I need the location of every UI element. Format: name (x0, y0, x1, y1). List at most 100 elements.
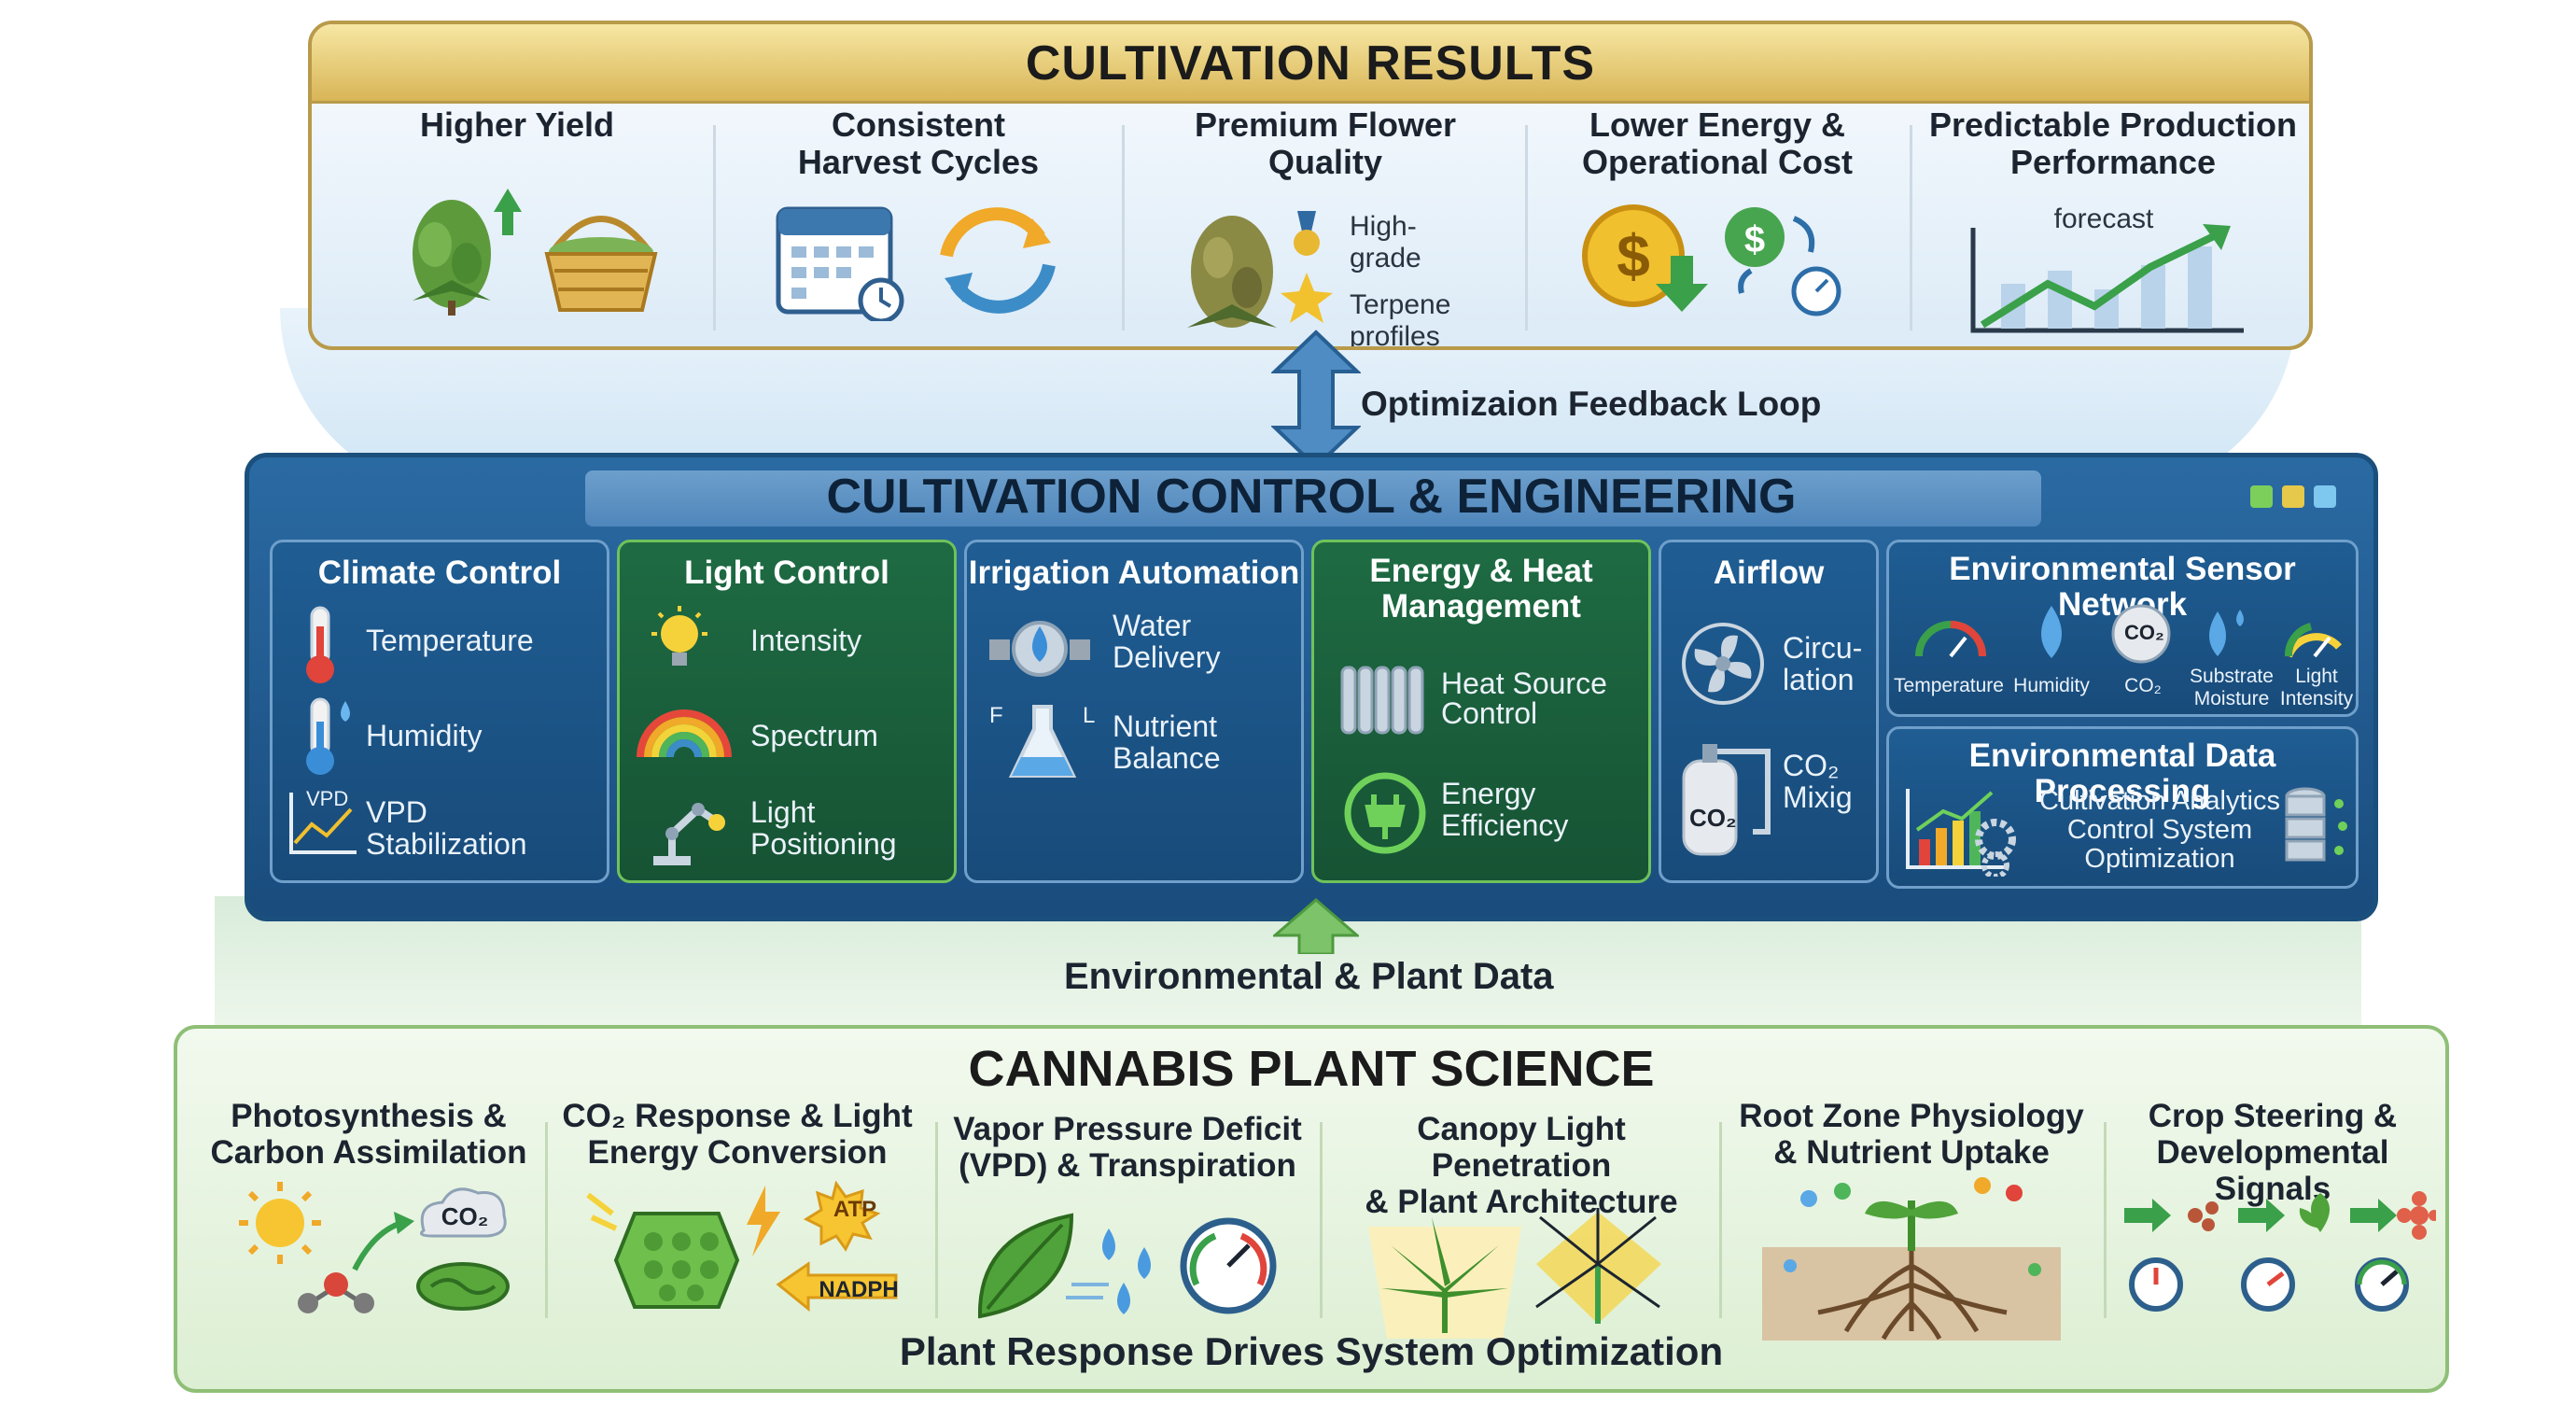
bud-basket-icon (413, 189, 658, 316)
science-title-line1: Root Zone Physiology (1739, 1098, 2084, 1134)
nutrient-dots-icon (1784, 1177, 2041, 1276)
cultivation-results-panel: CULTIVATION RESULTS Higher Yield Consist… (308, 21, 2313, 350)
item-heat-source: Heat Source (1441, 667, 1607, 700)
data-up-arrow-icon (1273, 898, 1359, 954)
item-nutrient: Nutrient (1113, 709, 1218, 743)
forecast-label: forecast (2053, 204, 2154, 234)
tag-terpene: Terpene (1350, 289, 1451, 320)
result-premium-flower: Premium Flower Quality High- grade Terpe… (1129, 105, 1521, 346)
growth-stage-arrows-icon (2124, 1199, 2397, 1232)
divider (1122, 125, 1125, 330)
item-co2: CO₂ (1783, 749, 1840, 782)
svg-text:$: $ (1744, 219, 1765, 260)
result-title-line1: Predictable Production (1928, 105, 2298, 144)
divider (1910, 125, 1912, 330)
card-title: Airflow (1713, 555, 1825, 591)
results-header: CULTIVATION RESULTS (312, 24, 2309, 104)
window-dot-blue (2314, 485, 2336, 508)
light-intensity-gauge-icon (2285, 623, 2342, 658)
processing-line-3: Optimization (2084, 844, 2235, 874)
feedback-loop-label: Optimizaion Feedback Loop (1361, 385, 1822, 423)
thermometer-icon (306, 606, 334, 683)
stopwatch-icon-1 (2129, 1257, 2183, 1312)
humidity-thermometer-icon (306, 697, 350, 775)
card-airflow: Airflow Circu- lation CO₂ CO₂ Mixig (1659, 540, 1879, 883)
card-light-control: Light Control Intensity Spectrum Light P… (617, 540, 957, 883)
science-title-line1: Vapor Pressure Deficit (953, 1111, 1302, 1147)
stopwatch-icon-3 (2355, 1257, 2409, 1312)
premium-bud-icon (1187, 211, 1333, 328)
science-title-line1: Canopy Light Penetration (1417, 1111, 1626, 1184)
science-title-line2: Energy Conversion (587, 1134, 888, 1171)
divider (1525, 125, 1528, 330)
server-icon (2285, 787, 2347, 862)
card-title: Environmental Data Processing (1968, 737, 2276, 809)
result-title-line1: Premium Flower (1194, 105, 1457, 144)
item-efficiency: Efficiency (1441, 808, 1569, 842)
plant-science-panel: CANNABIS PLANT SCIENCE Photosynthesis & … (174, 1025, 2449, 1393)
canopy-icons (1368, 1208, 1661, 1339)
card-sensor-network: Environmental Sensor Network CO₂ Tempera… (1886, 540, 2359, 717)
seedling-icon (1865, 1200, 1958, 1251)
flower-stage-icon (2397, 1191, 2436, 1240)
medal-icon (1294, 211, 1320, 256)
item-humidity: Humidity (366, 719, 483, 752)
item-stabilization: Stabilization (366, 827, 527, 861)
result-predictable-production: Predictable Production Performance forec… (1917, 106, 2309, 340)
science-photosynthesis: Photosynthesis & Carbon Assimilation CO₂ (205, 1087, 532, 1313)
leaf-icon (977, 1213, 1074, 1319)
science-title-line2: Developmental Signals (2156, 1134, 2389, 1207)
tag-profiles: profiles (1350, 321, 1440, 350)
divider (935, 1122, 938, 1318)
science-title-line1: CO₂ Response & Light (562, 1098, 913, 1134)
science-title-line1: Photosynthesis & (231, 1098, 507, 1134)
energy-cost-icon: $ $ (1582, 204, 1841, 316)
result-title-line1: Lower Energy & (1589, 105, 1846, 144)
co2-badge-icon (2111, 604, 2171, 664)
processing-line-2: Control System (2066, 815, 2253, 845)
sensor-co2: CO₂ (2124, 675, 2162, 696)
molecule-icon (298, 1272, 374, 1313)
lightning-icon (747, 1186, 780, 1257)
item-lation: lation (1783, 663, 1855, 696)
card-energy-heat: Energy & Heat Management Heat Source Con… (1311, 540, 1651, 883)
chloroplast-icon (416, 1262, 510, 1311)
curved-arrow-icon (352, 1220, 403, 1271)
sensor-icons-row (1915, 604, 2342, 664)
card-data-processing: Environmental Data Processing Cultivatio… (1886, 726, 2359, 889)
seedling-stage-icon (2188, 1201, 2219, 1231)
water-drops-icon (1102, 1228, 1151, 1314)
root-zone-icon (1762, 1177, 2061, 1341)
forecast-chart-icon (1970, 224, 2244, 333)
window-dot-yellow (2282, 485, 2304, 508)
item-energy: Energy (1441, 777, 1536, 810)
science-vpd: Vapor Pressure Deficit (VPD) & Transpira… (941, 1087, 1314, 1319)
item-temperature: Temperature (366, 624, 534, 657)
control-title-band (585, 470, 2041, 526)
divider (1320, 1122, 1323, 1318)
divider (1719, 1122, 1722, 1318)
divider (2104, 1122, 2107, 1318)
fan-icon (1682, 623, 1764, 705)
item-intensity: Intensity (750, 624, 862, 657)
item-control: Control (1441, 696, 1538, 730)
item-positioning: Positioning (750, 827, 897, 861)
item-water: Water (1113, 609, 1192, 642)
divider (545, 1122, 548, 1318)
pressure-gauge-icon (1180, 1217, 1277, 1314)
data-flow-label: Environmental & Plant Data (1064, 956, 1554, 997)
item-spectrum: Spectrum (750, 719, 878, 752)
vpd-tag: VPD (306, 787, 349, 810)
temperature-gauge-icon (1915, 621, 1986, 658)
co2-cloud-icon (420, 1187, 507, 1238)
plant-science-title: CANNABIS PLANT SCIENCE (968, 1041, 1655, 1097)
science-root-zone: Root Zone Physiology & Nutrient Uptake (1725, 1087, 2098, 1341)
humidity-drop-icon (2041, 606, 2062, 658)
sensor-temperature: Temperature (1894, 675, 2004, 696)
science-crop-steering: Crop Steering & Developmental Signals (2109, 1087, 2436, 1312)
result-title-line2: Performance (2009, 143, 2217, 181)
transpiration-icons (977, 1213, 1277, 1319)
card-irrigation-automation: Irrigation Automation Water Delivery F L… (964, 540, 1304, 883)
control-title: CULTIVATION CONTROL & ENGINEERING (826, 470, 1797, 524)
moisture-drops-icon (2209, 610, 2244, 656)
